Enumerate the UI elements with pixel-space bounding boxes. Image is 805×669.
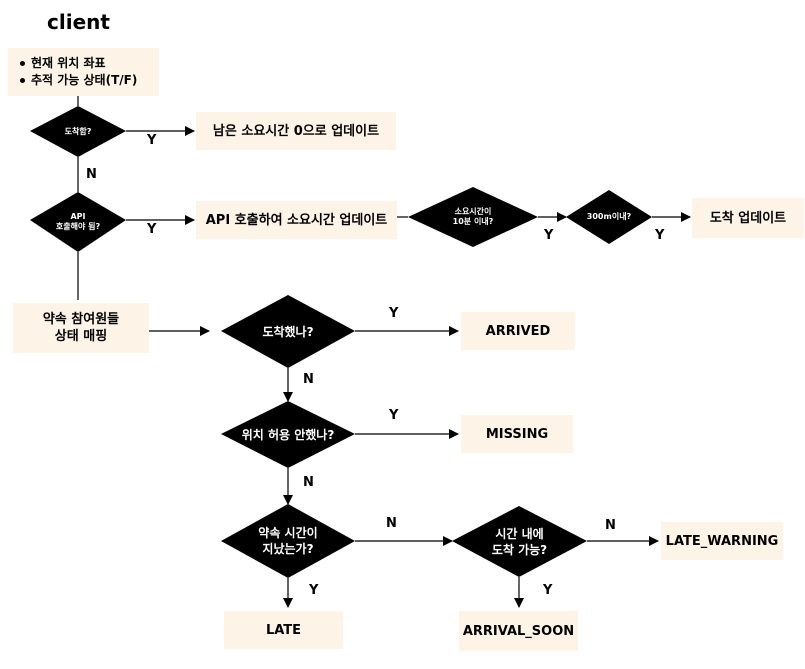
state-late-box: LATE [224, 611, 343, 649]
decision-diamond-time-passed [221, 504, 355, 578]
yes-label: Y [543, 583, 553, 598]
update-zero-box: 남은 소요시간 0으로 업데이트 [196, 112, 396, 150]
no-label: N [605, 518, 616, 533]
api-update-box: API 호출하여 소요시간 업데이트 [196, 201, 397, 239]
no-label: N [303, 475, 314, 490]
client-info-item: 현재 위치 좌표 [20, 55, 137, 72]
arrival-update-box: 도착 업데이트 [692, 198, 804, 238]
state-arrived-box: ARRIVED [461, 312, 575, 350]
no-label: N [86, 167, 97, 182]
yes-label: Y [389, 306, 399, 321]
decision-diamond-api [30, 192, 126, 252]
decision-diamond-arrived-q [221, 295, 355, 368]
decision-diamond-arrived [30, 106, 126, 157]
decision-diamond-300m [566, 190, 652, 244]
no-label: N [303, 372, 314, 387]
decision-diamond-in-time [452, 506, 587, 577]
client-info-box: 현재 위치 좌표 추적 가능 상태(T/F) [8, 48, 159, 96]
no-label: N [386, 516, 397, 531]
yes-label: Y [147, 133, 157, 148]
map-status-box: 약속 참여원들 상태 매핑 [13, 303, 149, 353]
client-info-item: 추적 가능 상태(T/F) [20, 72, 137, 89]
page-title: client [47, 10, 110, 34]
decision-diamond-location [221, 401, 355, 468]
yes-label: Y [147, 222, 157, 237]
state-arrival-soon-box: ARRIVAL_SOON [459, 611, 578, 651]
yes-label: Y [309, 583, 319, 598]
decision-diamond-10min [408, 187, 538, 247]
yes-label: Y [389, 408, 399, 423]
yes-label: Y [655, 228, 665, 243]
yes-label: Y [544, 228, 554, 243]
state-missing-box: MISSING [461, 415, 573, 453]
state-late-warning-box: LATE_WARNING [661, 522, 783, 560]
